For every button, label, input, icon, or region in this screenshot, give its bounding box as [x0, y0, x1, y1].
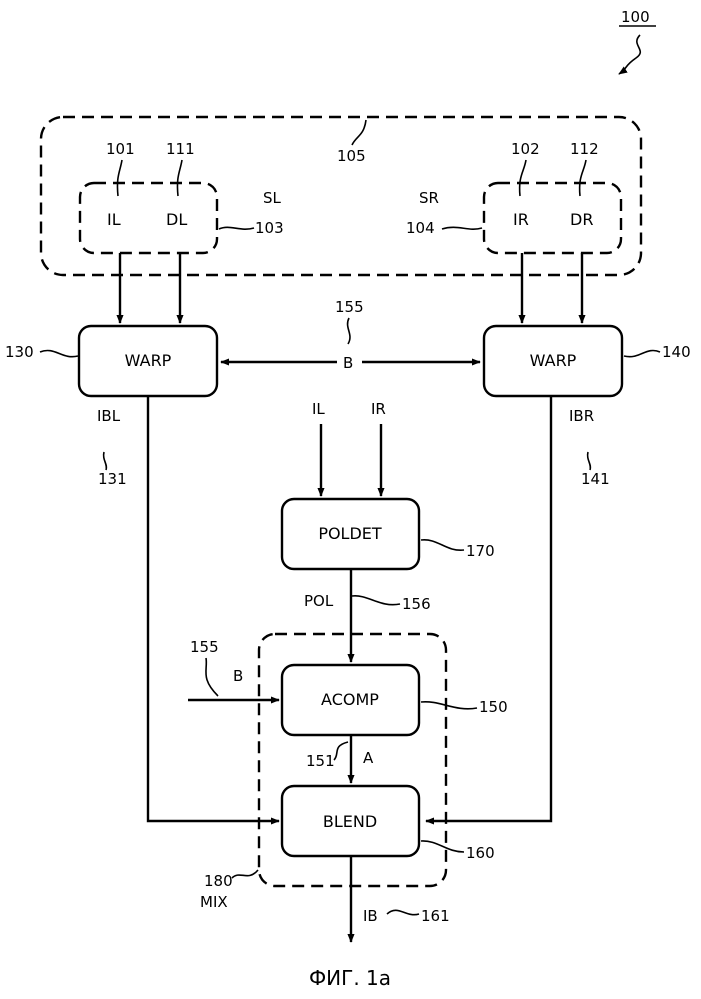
- blend-out-leader: [387, 910, 419, 914]
- blend-out-ref: 161: [421, 907, 450, 925]
- blend-out: IB: [363, 907, 378, 925]
- right-stream-box: [484, 183, 621, 253]
- left-stream-leader: [219, 227, 254, 229]
- figure-caption: ФИГ. 1а: [309, 966, 391, 990]
- warp-right-out-leader: [588, 452, 591, 470]
- poldet-in1: IL: [312, 400, 325, 418]
- poldet-out-leader: [352, 596, 400, 605]
- warp-left-out-leader: [104, 452, 107, 470]
- left-depth-ref: 111: [166, 140, 195, 158]
- warp-left-ref: 130: [5, 343, 34, 361]
- warp-left-out-ref: 131: [98, 470, 127, 488]
- left-image-label: IL: [107, 210, 121, 229]
- acomp-label: ACOMP: [321, 690, 379, 709]
- left-stream-box: [80, 183, 217, 253]
- poldet-leader: [421, 540, 464, 550]
- right-depth-label: DR: [570, 210, 593, 229]
- left-image-leader: [117, 160, 122, 196]
- left-depth-label: DL: [166, 210, 187, 229]
- blend-label: BLEND: [323, 812, 377, 831]
- left-stream-ref: 103: [255, 219, 284, 237]
- source-group-leader: [352, 120, 366, 145]
- left-depth-leader: [177, 160, 182, 196]
- poldet-out-ref: 156: [402, 595, 431, 613]
- blend-leader: [421, 841, 464, 852]
- warp-left-out: IBL: [97, 407, 121, 425]
- left-stream-name: SL: [263, 189, 282, 207]
- poldet-in2: IR: [371, 400, 386, 418]
- warp-left-leader: [40, 350, 78, 356]
- mix-ref: 180: [204, 872, 233, 890]
- right-image-label: IR: [513, 210, 529, 229]
- baseline-leader: [348, 318, 350, 344]
- poldet-ref: 170: [466, 542, 495, 560]
- right-stream-ref: 104: [406, 219, 435, 237]
- warp-right-out-ref: 141: [581, 470, 610, 488]
- right-image-leader: [520, 160, 526, 196]
- right-depth-ref: 112: [570, 140, 599, 158]
- acomp-out-ref: 151: [306, 752, 335, 770]
- warp-right-label: WARP: [530, 351, 577, 370]
- right-image-ref: 102: [511, 140, 540, 158]
- right-stream-leader: [442, 227, 482, 229]
- warp-right-ref: 140: [662, 343, 691, 361]
- poldet-label: POLDET: [318, 524, 382, 543]
- figure-pointer: [619, 35, 640, 74]
- baseline-label: B: [343, 354, 353, 372]
- left-image-ref: 101: [106, 140, 135, 158]
- source-group-ref: 105: [337, 147, 366, 165]
- mix-leader: [232, 870, 258, 878]
- arrow-ibl-to-blend: [148, 396, 279, 821]
- warp-right-out: IBR: [569, 407, 594, 425]
- figure-number: 100: [621, 8, 650, 26]
- blend-ref: 160: [466, 844, 495, 862]
- acomp-leader: [421, 702, 477, 709]
- acomp-in-ref: 155: [190, 638, 219, 656]
- arrow-ibr-to-blend: [426, 396, 551, 821]
- poldet-out: POL: [304, 592, 334, 610]
- right-depth-leader: [580, 160, 586, 196]
- baseline-ref: 155: [335, 298, 364, 316]
- acomp-in-leader: [206, 658, 218, 696]
- mix-name: MIX: [200, 893, 228, 911]
- acomp-ref: 150: [479, 698, 508, 716]
- acomp-out-leader: [334, 742, 348, 760]
- acomp-out: A: [363, 749, 374, 767]
- right-stream-name: SR: [419, 189, 439, 207]
- acomp-in: B: [233, 667, 243, 685]
- warp-right-leader: [624, 350, 660, 356]
- warp-left-label: WARP: [125, 351, 172, 370]
